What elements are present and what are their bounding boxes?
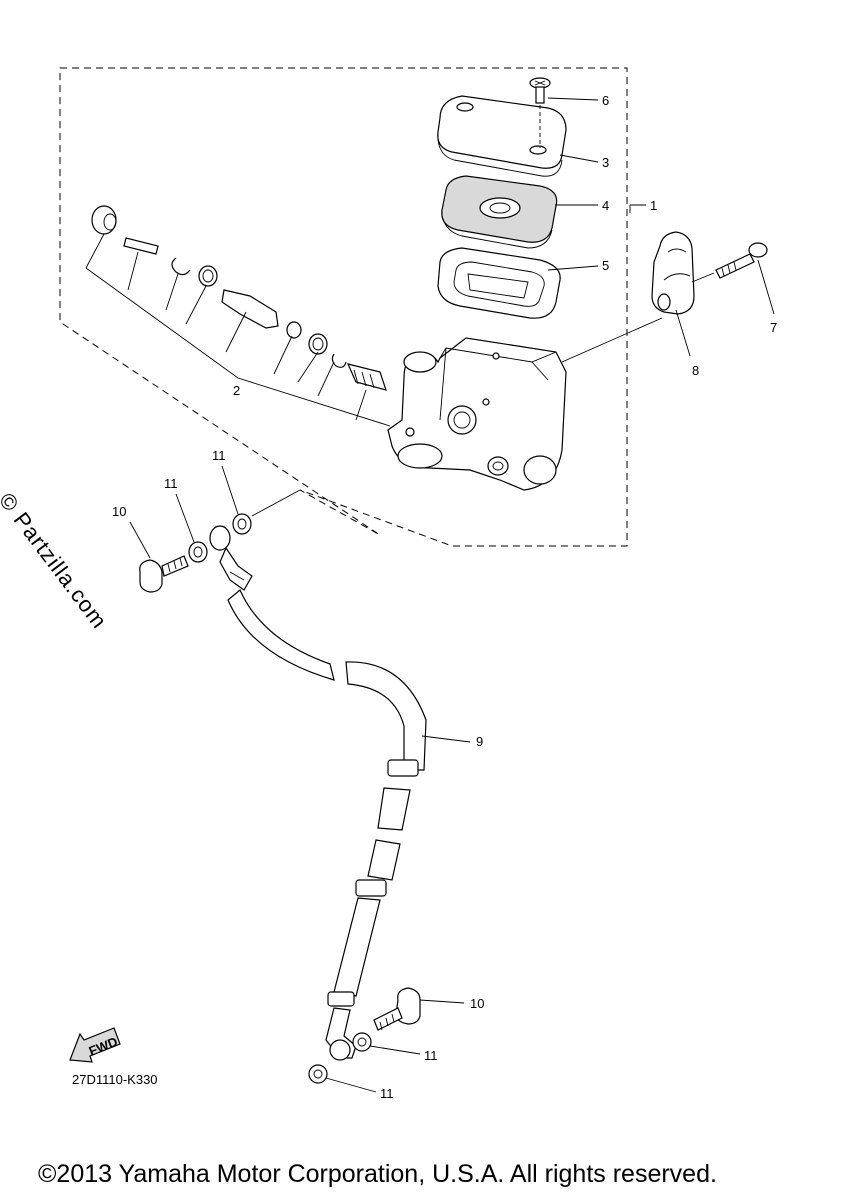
fwd-arrow: FWD <box>69 1027 121 1063</box>
callout-2: 2 <box>233 383 240 398</box>
part-11-washer-b <box>232 513 252 535</box>
part-7-bolt <box>715 242 768 279</box>
part-6-screw <box>529 77 551 104</box>
callout-3: 3 <box>602 155 609 170</box>
master-cylinder-body <box>387 337 567 491</box>
part-10-banjo-bolt-lower <box>373 987 421 1031</box>
assembly-boundary <box>59 67 628 547</box>
callout-5: 5 <box>602 258 609 273</box>
callout-11-c: 11 <box>424 1048 438 1063</box>
part-11-washer-d <box>308 1064 328 1084</box>
callout-11-b: 11 <box>212 448 226 463</box>
callout-11-d: 11 <box>380 1086 394 1101</box>
part-10-banjo-bolt-upper <box>139 555 189 593</box>
callout-10-lower: 10 <box>470 996 484 1011</box>
part-11-washer-c <box>352 1032 372 1052</box>
callout-11-a: 11 <box>164 476 178 491</box>
callout-9: 9 <box>476 734 483 749</box>
callout-8: 8 <box>692 363 699 378</box>
callout-7: 7 <box>770 320 777 335</box>
callout-10-upper: 10 <box>112 504 126 519</box>
part-5-gasket <box>437 247 561 319</box>
part-4-diaphragm-plate <box>441 175 558 249</box>
copyright-notice: ©2013 Yamaha Motor Corporation, U.S.A. A… <box>38 1160 717 1188</box>
callout-6: 6 <box>602 93 609 108</box>
part-2-piston-kit <box>91 205 387 391</box>
callout-4: 4 <box>602 198 609 213</box>
part-11-washer-a <box>188 541 208 563</box>
callout-1: 1 <box>650 198 657 213</box>
part-9-brake-hose <box>209 525 427 1061</box>
diagram-code: 27D1110-K330 <box>72 1072 158 1087</box>
part-3-cap <box>437 95 567 177</box>
part-8-holder <box>651 231 695 315</box>
